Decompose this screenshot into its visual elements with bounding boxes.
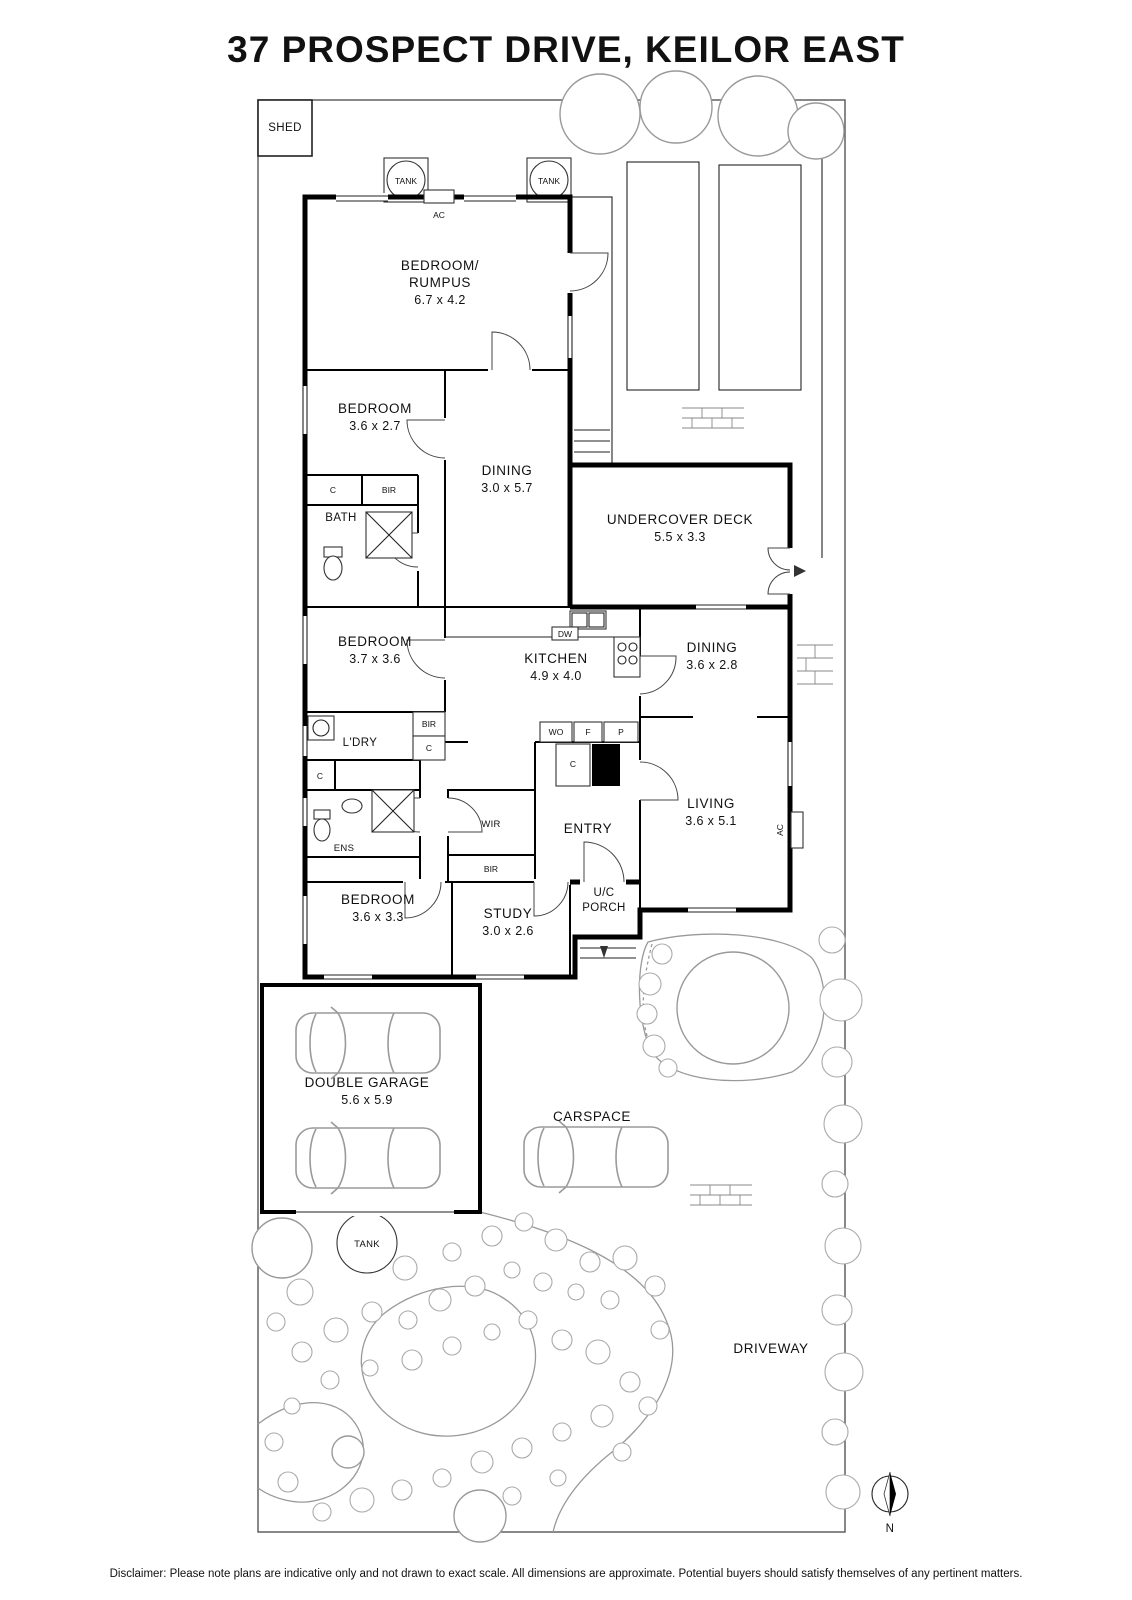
label-bedroom-rumpus-1: BEDROOM/: [401, 258, 479, 273]
porch-steps: [580, 947, 636, 959]
dims-dining2: 3.6 x 2.8: [686, 658, 738, 672]
arrow-right-icon: [794, 565, 806, 577]
dims-bedroom-rumpus: 6.7 x 4.2: [414, 293, 466, 307]
dims-bedroom4: 3.6 x 3.3: [352, 910, 404, 924]
dims-garage: 5.6 x 5.9: [341, 1093, 393, 1107]
label-bedroom3: BEDROOM: [338, 634, 412, 649]
label-bedroom4: BEDROOM: [341, 892, 415, 907]
ens-shower: [371, 789, 415, 833]
label-bir-1: BIR: [382, 485, 396, 495]
trees-top: [559, 70, 845, 160]
ac-unit-living: [790, 811, 804, 849]
label-closet-1: C: [330, 485, 336, 495]
label-living: LIVING: [687, 796, 735, 811]
garden-bottom: [251, 1211, 674, 1543]
pantry-block: [592, 744, 620, 786]
page-title: 37 PROSPECT DRIVE, KEILOR EAST: [227, 29, 905, 70]
label-pantry: P: [618, 727, 624, 737]
pantry-box: [603, 721, 639, 743]
entry-closet: [555, 743, 591, 787]
shed-label: SHED: [268, 122, 302, 134]
label-dw: DW: [558, 629, 572, 639]
tank-bottom: TANK: [336, 1212, 398, 1274]
label-ac-top: AC: [433, 210, 445, 220]
dishwasher: [551, 626, 579, 641]
label-bath: BATH: [325, 512, 356, 524]
bath-shower: [365, 511, 413, 559]
door-gaps: [403, 253, 793, 886]
garage: [260, 983, 482, 1216]
compass: N: [871, 1471, 909, 1535]
ens-basin: [341, 798, 363, 814]
label-driveway: DRIVEWAY: [733, 1341, 808, 1356]
label-bedroom-rumpus-2: RUMPUS: [409, 275, 471, 290]
car: [523, 1120, 669, 1194]
label-laundry: L'DRY: [343, 737, 378, 749]
dims-study: 3.0 x 2.6: [482, 924, 534, 938]
fridge-box: [573, 721, 603, 743]
disclaimer: Disclaimer: Please note plans are indica…: [110, 1568, 1023, 1580]
dims-bedroom3: 3.7 x 3.6: [349, 652, 401, 666]
garden-beds: [626, 161, 802, 391]
car: [295, 1006, 441, 1080]
ac-unit-top: [423, 189, 455, 204]
stove: [613, 636, 641, 678]
room-labels: AC AC BEDROOM/ RUMPUS 6.7 x 4.2 BEDROOM …: [305, 210, 808, 1356]
label-garage: DOUBLE GARAGE: [305, 1075, 430, 1090]
label-kitchen: KITCHEN: [524, 651, 587, 666]
label-wir: WIR: [481, 819, 500, 830]
dims-living: 3.6 x 5.1: [685, 814, 737, 828]
label-dining1: DINING: [482, 463, 533, 478]
tank-label: TANK: [538, 176, 560, 186]
label-entry: ENTRY: [564, 821, 613, 836]
dims-dining1: 3.0 x 5.7: [481, 481, 533, 495]
dims-kitchen: 4.9 x 4.0: [530, 669, 582, 683]
tank-label: TANK: [395, 176, 417, 186]
label-fridge: F: [585, 727, 590, 737]
label-study: STUDY: [484, 906, 533, 921]
car: [295, 1121, 441, 1195]
label-bedroom2: BEDROOM: [338, 401, 412, 416]
tank-label: TANK: [354, 1239, 380, 1250]
label-bir-2: BIR: [422, 719, 436, 729]
house: [301, 189, 806, 981]
label-carspace: CARSPACE: [553, 1109, 631, 1124]
label-ac-living: AC: [775, 824, 785, 836]
label-wall-oven: WO: [549, 727, 564, 737]
garden-bed-porch: [636, 933, 825, 1082]
sink: [569, 610, 607, 630]
property-boundary: [257, 99, 846, 1533]
brick-paving: [682, 407, 833, 1206]
side-path: [569, 196, 613, 466]
label-deck: UNDERCOVER DECK: [607, 512, 753, 527]
windows: [301, 193, 794, 981]
deck-walls: [567, 465, 790, 885]
laundry-tub: [307, 715, 335, 741]
north-label: N: [886, 1523, 895, 1535]
bath-toilet: [323, 546, 343, 581]
label-closet-3: C: [570, 759, 576, 769]
wall-oven-box: [539, 721, 573, 743]
label-porch-2: PORCH: [582, 902, 626, 914]
dims-deck: 5.5 x 3.3: [654, 530, 706, 544]
shrubs-right: [818, 926, 864, 1510]
dims-bedroom2: 3.6 x 2.7: [349, 419, 401, 433]
arrow-down-icon: [600, 946, 608, 958]
ens-toilet: [313, 809, 331, 842]
fixtures: [307, 189, 806, 959]
label-closet-2: C: [426, 743, 432, 753]
house-outline: [302, 194, 793, 980]
label-porch-1: U/C: [593, 887, 614, 899]
label-ensuite: ENS: [334, 843, 354, 854]
label-closet-4: C: [317, 771, 323, 781]
label-dining2: DINING: [687, 640, 738, 655]
label-bir-3: BIR: [484, 864, 498, 874]
shed: SHED: [257, 99, 313, 157]
